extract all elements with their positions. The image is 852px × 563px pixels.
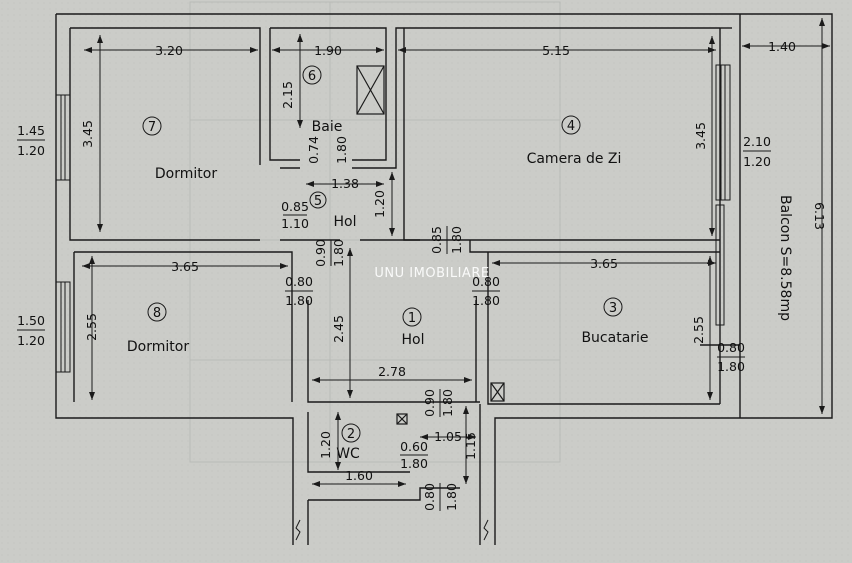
break-marks: [295, 519, 489, 541]
dim-1-20-hol: 1.20: [372, 190, 387, 218]
dim-0-74: 0.74: [306, 136, 321, 164]
door-dormitor-bottom: 1.80: [285, 293, 313, 308]
window-1-50-top: 1.50: [17, 313, 45, 328]
room-name-camera-de-zi: Camera de Zi: [527, 151, 622, 167]
room-name-dormitor-8: Dormitor: [127, 339, 189, 355]
room-number-5: 5: [314, 194, 322, 209]
room-number-2: 2: [347, 427, 355, 442]
dim-2-55-right: 2.55: [691, 316, 706, 344]
room-number-6: 6: [308, 69, 316, 84]
door-intrare-0-90-bottom: 1.80: [440, 389, 455, 417]
dim-1-60: 1.60: [345, 468, 373, 483]
dim-3-45-left: 3.45: [80, 120, 95, 148]
dim-2-55-left: 2.55: [84, 313, 99, 341]
dim-2-78: 2.78: [378, 364, 406, 379]
room-name-dormitor-7: Dormitor: [155, 166, 217, 182]
room-name-baie: Baie: [312, 119, 343, 135]
door-0-85-top: 0.85: [281, 199, 309, 214]
room-number-7: 7: [148, 120, 156, 135]
dimension-lines: [82, 18, 830, 487]
door-balcon-top: 0.80: [717, 340, 745, 355]
dim-1-15: 1.15: [463, 432, 478, 460]
door-hol-0-90-bottom: 1.80: [331, 239, 346, 267]
door-bucatarie-bottom: 1.80: [472, 293, 500, 308]
door-acces-0-80-bottom: 1.80: [444, 483, 459, 511]
dim-5-15: 5.15: [542, 43, 570, 58]
window-2-10-top: 2.10: [743, 134, 771, 149]
door-wc-bottom: 1.80: [400, 456, 428, 471]
door-acces-0-80-top: 0.80: [422, 483, 437, 511]
dim-2-45: 2.45: [331, 315, 346, 343]
window-1-45-bottom: 1.20: [17, 143, 45, 158]
door-intrare-0-90-top: 0.90: [422, 389, 437, 417]
room-labels: 7 Dormitor 6 Baie 5 Hol 4 Camera de Zi 8…: [127, 65, 793, 462]
dim-1-20-wc: 1.20: [318, 431, 333, 459]
door-dormitor-top: 0.80: [285, 274, 313, 289]
watermark: UNU IMOBILIARE: [374, 266, 489, 281]
balcony-label: Balcon S=8.58mp: [777, 195, 793, 321]
room-number-3: 3: [609, 301, 617, 316]
door-bucatarie-top: 0.80: [472, 274, 500, 289]
room-number-4: 4: [567, 119, 575, 134]
interior-walls: [269, 14, 741, 545]
opening-labels: 1.45 1.20 1.50 1.20 2.10 1.20 0.85 1.10 …: [17, 123, 771, 511]
dimension-texts: 3.20 1.90 5.15 1.40 3.45 2.15 3.45 6.13 …: [80, 39, 827, 483]
door-balcon-bottom: 1.80: [717, 359, 745, 374]
door-hol-0-90-top: 0.90: [313, 239, 328, 267]
door-camera-0-85-top: 0.85: [429, 226, 444, 254]
dim-6-13: 6.13: [812, 202, 827, 230]
door-wc-top: 0.60: [400, 439, 428, 454]
door-camera-0-85-bottom: 1.80: [449, 226, 464, 254]
room-name-wc: WC: [336, 446, 360, 462]
dim-3-45-right: 3.45: [693, 122, 708, 150]
dim-3-20: 3.20: [155, 43, 183, 58]
window-1-50-bottom: 1.20: [17, 333, 45, 348]
room-number-8: 8: [153, 306, 161, 321]
dim-3-65-left: 3.65: [171, 259, 199, 274]
dim-3-65-right: 3.65: [590, 256, 618, 271]
room-name-hol-5: Hol: [334, 214, 357, 230]
windows: [55, 64, 731, 373]
window-1-45-top: 1.45: [17, 123, 45, 138]
dim-1-05: 1.05: [434, 429, 462, 444]
dim-1-80-baie: 1.80: [334, 136, 349, 164]
window-2-10-bottom: 1.20: [743, 154, 771, 169]
door-1-10-bottom: 1.10: [281, 216, 309, 231]
ventilation-shafts: [356, 65, 505, 425]
dim-1-38: 1.38: [331, 176, 359, 191]
room-name-bucatarie: Bucatarie: [581, 330, 648, 346]
dim-1-40: 1.40: [768, 39, 796, 54]
room-name-hol-1: Hol: [402, 332, 425, 348]
dim-2-15: 2.15: [280, 81, 295, 109]
room-number-1: 1: [408, 311, 416, 326]
dim-1-90: 1.90: [314, 43, 342, 58]
